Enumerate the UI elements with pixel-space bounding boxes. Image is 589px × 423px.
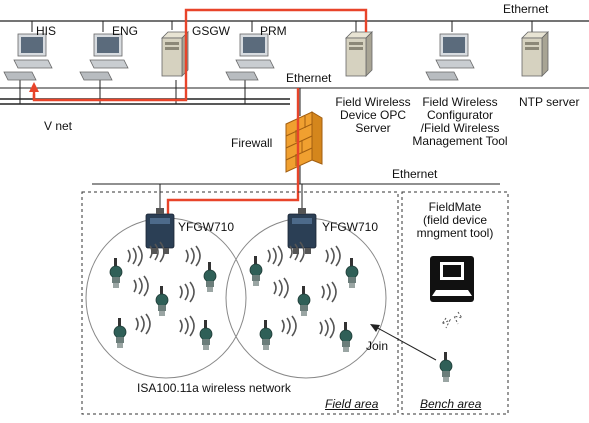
ethernet-mid-label: Ethernet — [286, 71, 332, 85]
eng-label: ENG — [112, 24, 139, 38]
wireless-network-label: ISA100.11a wireless network — [137, 381, 291, 395]
field-device-icon — [339, 321, 353, 353]
radio-wave-icon — [267, 245, 283, 267]
configurator-label: Field Wireless Configurator /Field Wirel… — [402, 96, 518, 148]
field-device-icon — [203, 261, 217, 293]
configurator-line: /Field Wireless — [420, 121, 500, 135]
field-device-icon — [199, 319, 213, 351]
field-device-icon — [345, 257, 359, 289]
fieldmate-label: FieldMate (field device mngment tool) — [406, 201, 504, 240]
field-device-icon — [259, 319, 273, 351]
radio-wave-icon — [135, 313, 151, 335]
opc-server-icon — [345, 31, 373, 77]
ethernet-field-label: Ethernet — [392, 167, 438, 181]
gsgw-label: GSGW — [192, 24, 230, 38]
fieldmate-line: (field device — [422, 213, 488, 227]
radio-wave-icon — [179, 281, 195, 303]
opc-server-line: Server — [355, 121, 391, 135]
ntp-server-icon — [521, 31, 549, 77]
fieldmate-line: mngment tool) — [416, 226, 494, 240]
join-label: Join — [366, 339, 389, 353]
ntp-server-label: NTP server — [519, 95, 580, 109]
field-device-icon — [113, 317, 127, 349]
field-device-icon — [249, 255, 263, 287]
gateway-right-label: YFGW710 — [322, 220, 379, 234]
field-device-icon — [155, 285, 169, 317]
radio-wave-icon — [133, 275, 149, 297]
join-arrow-line — [373, 325, 437, 361]
prm-station-icon — [225, 33, 275, 81]
fieldmate-line: FieldMate — [428, 200, 482, 214]
his-label: HIS — [36, 24, 57, 38]
configurator-station-icon — [425, 33, 475, 81]
radio-wave-icon — [319, 317, 335, 339]
field-device-icon — [109, 257, 123, 289]
radio-wave-icon — [185, 245, 201, 267]
gsgw-server-icon — [161, 31, 189, 77]
ethernet-top-label: Ethernet — [503, 2, 549, 16]
gateway-right-icon — [287, 207, 317, 255]
bench-field-device-icon — [439, 351, 453, 383]
radio-wave-icon — [281, 315, 297, 337]
eng-station-icon — [79, 33, 129, 81]
configurator-line: Field Wireless — [422, 95, 498, 109]
firewall-icon — [285, 111, 323, 173]
connection-path-lower — [166, 88, 300, 214]
fieldmate-laptop-icon — [430, 256, 474, 302]
opc-server-label: Field Wireless Device OPC Server — [324, 96, 422, 135]
field-area-label: Field area — [325, 397, 379, 411]
prm-label: PRM — [260, 24, 287, 38]
opc-server-line: Field Wireless — [335, 95, 411, 109]
radio-wave-icon — [321, 281, 337, 303]
wireless-link-icon — [440, 317, 452, 329]
firewall-label: Firewall — [231, 136, 273, 150]
radio-wave-icon — [273, 277, 289, 299]
radio-wave-icon — [325, 245, 341, 267]
bench-area-label: Bench area — [420, 397, 482, 411]
configurator-line: Configurator — [426, 108, 494, 122]
join-arrow-head-icon — [370, 324, 380, 332]
radio-wave-icon — [127, 245, 143, 267]
opc-server-line: Device OPC — [339, 108, 407, 122]
field-device-icon — [297, 285, 311, 317]
radio-wave-icon — [179, 315, 195, 337]
gateway-left-label: YFGW710 — [178, 220, 235, 234]
arrow-head-icon — [29, 82, 39, 92]
field-area-box — [81, 191, 399, 415]
vnet-label: V net — [44, 119, 73, 133]
his-station-icon — [3, 33, 53, 81]
configurator-line: Management Tool — [412, 134, 508, 148]
bench-area-box — [401, 191, 509, 415]
